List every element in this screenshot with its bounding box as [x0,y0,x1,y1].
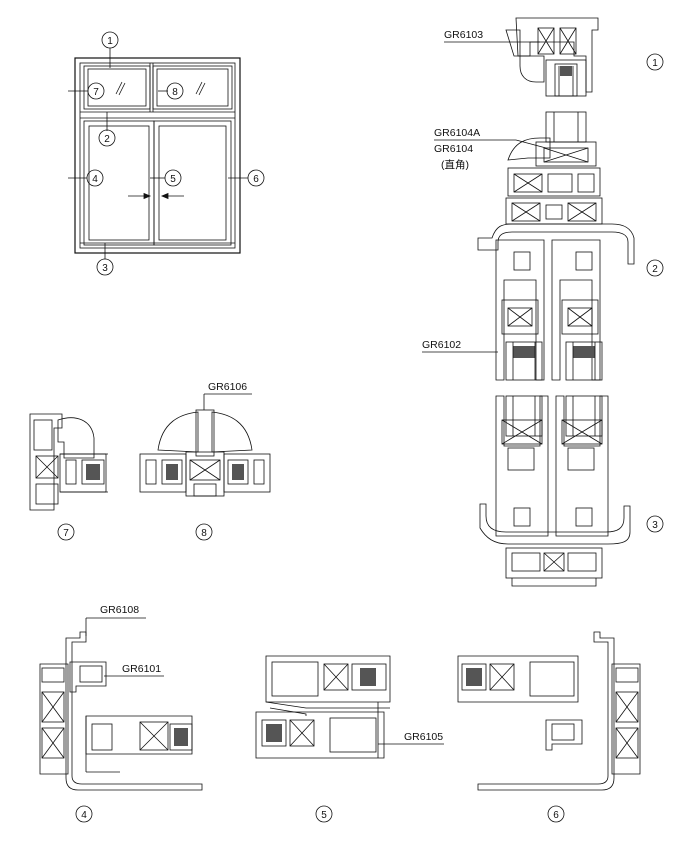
label-text: 2 [104,134,110,145]
section-number-3 [646,515,664,533]
label-gr6104: GR6104 [434,143,473,155]
section-number-5 [315,805,333,823]
section-7-profile: 7 [29,413,108,541]
label-text: 1 [652,58,658,69]
section-3-profile: 3 [479,395,664,587]
section-number-6 [547,805,565,823]
label-text: 8 [201,528,207,539]
label-text: 4 [81,810,87,821]
section-5-profile: 5 GR6105 [255,655,444,823]
label-gr6101: GR6101 [122,663,161,675]
label-text: 5 [321,810,327,821]
label-text: 3 [102,263,108,274]
callout-1 [101,31,119,49]
section-6-profile: 6 [457,631,641,823]
label-gr6104-note: (直角) [441,158,469,171]
callout-3 [96,258,114,276]
section-1-profile: 1 GR6103 [444,17,664,97]
label-gr6105: GR6105 [404,731,443,743]
section-number-2 [646,259,664,277]
section-number-8 [195,523,213,541]
window-elevation: 1 2 3 4 5 6 7 8 [68,31,265,276]
section-8-profile: 8 GR6106 [139,381,271,541]
label-text: 7 [63,528,69,539]
label-text: 5 [170,174,176,185]
callout-2 [98,129,116,147]
section-number-7 [57,523,75,541]
callout-5 [164,169,182,187]
label-text: 4 [92,174,98,185]
callout-4 [86,169,104,187]
callout-8 [166,82,184,100]
label-gr6102: GR6102 [422,339,461,351]
callout-7 [87,82,105,100]
label-text: 1 [107,36,113,47]
label-text: 3 [652,520,658,531]
section-number-1 [646,53,664,71]
label-text: 6 [253,174,259,185]
section-2-profile: 2 GR6104A GR6104 (直角) GR6102 [422,111,664,381]
label-gr6104a: GR6104A [434,127,480,139]
label-text: 2 [652,264,658,275]
label-gr6103: GR6103 [444,29,483,41]
section-4-profile: 4 GR6108 GR6101 [39,604,203,823]
label-gr6106: GR6106 [208,381,247,393]
callout-6 [247,169,265,187]
label-text: 7 [93,87,99,98]
label-gr6108: GR6108 [100,604,139,616]
label-text: 8 [172,87,178,98]
section-number-4 [75,805,93,823]
label-text: 6 [553,810,559,821]
